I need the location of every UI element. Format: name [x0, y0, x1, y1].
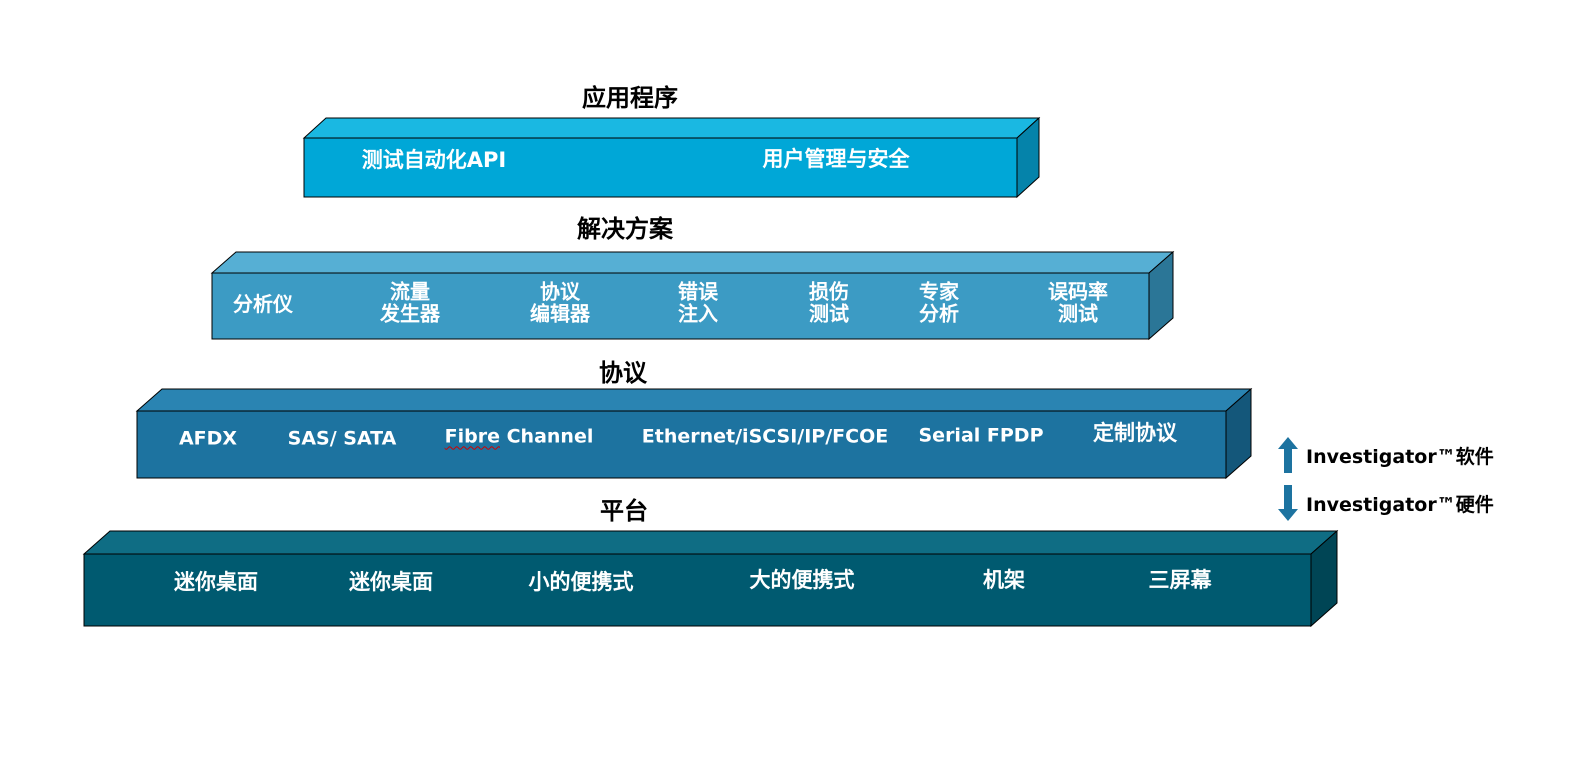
legend-hardware: Investigator™硬件: [1276, 484, 1494, 522]
protocol-item-custom-protocol: 定制协议: [1093, 421, 1177, 446]
protocols-slab-front: [136, 410, 1227, 479]
solution-item-expert-analysis-line2: 分析: [919, 302, 959, 326]
platforms-slab-front: [83, 553, 1312, 627]
app-item-test-automation-api: 测试自动化API: [361, 148, 507, 173]
spellcheck-underline: Fibre: [444, 425, 500, 448]
solutions-heading: 解决方案: [577, 215, 673, 243]
platform-item-rack: 机架: [983, 568, 1025, 593]
legend-software-label: Investigator™软件: [1306, 445, 1494, 468]
solution-item-impairment-test-line1: 损伤: [809, 279, 849, 304]
solution-item-ber-test-line1: 误码率: [1048, 279, 1108, 304]
protocol-item-ethernet-iscsi-ip-fcoe: Ethernet/iSCSI/IP/FCOE: [641, 425, 889, 448]
applications-slab-front: [303, 137, 1018, 198]
solution-item-traffic-generator-line2: 发生器: [380, 302, 440, 326]
solution-item-traffic-generator-line1: 流量: [390, 279, 430, 304]
solution-item-analyzer: 分析仪: [233, 291, 293, 316]
solution-item-analyzer-line1: 分析仪: [233, 291, 293, 316]
platform-item-large-portable: 大的便携式: [749, 568, 855, 593]
platform-item-mini-desktop-2: 迷你桌面: [349, 570, 433, 595]
protocol-item-afdx: AFDX: [178, 427, 238, 450]
solution-item-impairment-test-line2: 测试: [809, 302, 849, 326]
platforms-slab-top: [82, 530, 1339, 555]
solution-item-expert-analysis: 专家 分析: [919, 279, 959, 326]
protocol-item-fibre-channel-rest: Channel: [500, 425, 594, 448]
app-item-user-management-security: 用户管理与安全: [762, 147, 910, 172]
solution-item-impairment-test: 损伤 测试: [809, 279, 849, 326]
solution-item-ber-test-line2: 测试: [1058, 302, 1098, 326]
platforms-slab: [82, 529, 1339, 628]
solution-item-protocol-editor-line2: 编辑器: [530, 302, 590, 326]
solution-item-error-injection-line2: 注入: [678, 302, 718, 326]
platforms-heading: 平台: [600, 497, 648, 525]
solution-item-expert-analysis-line1: 专家: [919, 279, 959, 304]
platform-item-three-screen: 三屏幕: [1148, 568, 1212, 593]
applications-slab-top: [302, 117, 1041, 139]
applications-heading: 应用程序: [582, 84, 678, 112]
solutions-slab-top: [210, 251, 1175, 274]
arrow-up-icon: [1278, 437, 1298, 473]
protocol-item-serial-fpdp: Serial FPDP: [918, 424, 1044, 447]
solution-item-error-injection: 错误 注入: [678, 279, 718, 326]
protocols-heading: 协议: [599, 359, 647, 387]
solutions-slab-front: [211, 272, 1150, 340]
solutions-slab: [210, 250, 1175, 341]
solution-item-error-injection-line1: 错误: [678, 279, 718, 304]
protocol-item-fibre-channel-label: Fibre Channel: [445, 426, 594, 447]
legend-hardware-label: Investigator™硬件: [1306, 493, 1494, 516]
solution-item-protocol-editor: 协议 编辑器: [530, 279, 590, 326]
protocols-slab: [135, 387, 1253, 480]
protocol-item-fibre-channel: Fibre Channel: [445, 426, 594, 447]
legend-software: Investigator™软件: [1276, 436, 1494, 474]
arrow-down-icon: [1278, 485, 1298, 521]
protocol-item-sas-sata: SAS/ SATA: [287, 427, 397, 450]
applications-slab: [302, 116, 1041, 199]
protocols-slab-top: [135, 388, 1253, 412]
solution-item-ber-test: 误码率 测试: [1048, 279, 1108, 326]
platform-item-small-portable: 小的便携式: [528, 570, 634, 595]
solution-item-protocol-editor-line1: 协议: [540, 279, 580, 304]
platform-item-mini-desktop-1: 迷你桌面: [174, 570, 258, 595]
solution-item-traffic-generator: 流量 发生器: [380, 279, 440, 326]
